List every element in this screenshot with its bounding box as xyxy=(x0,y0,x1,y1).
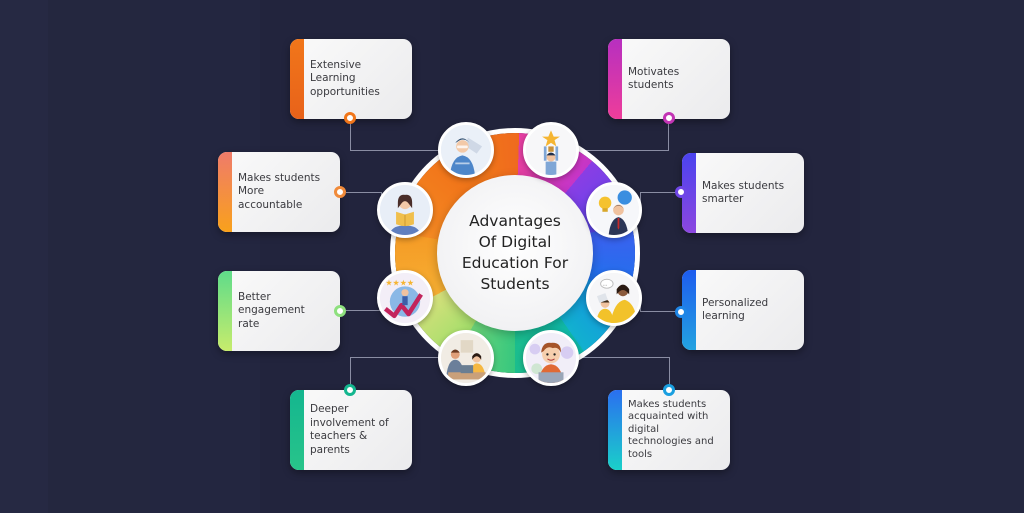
accent-bar xyxy=(218,152,232,232)
connector-deeper-involvement xyxy=(350,357,450,387)
trophy-student-icon xyxy=(523,122,579,178)
idea-bulb-student-icon xyxy=(586,182,642,238)
rating-stars-icon: ★★★★ xyxy=(377,270,433,326)
advantage-label: Makes students smarter xyxy=(702,179,785,206)
advantage-card-extensive-learning: Extensive Learning opportunities xyxy=(290,39,412,119)
connector-node-engagement xyxy=(334,305,346,317)
center-circle: Advantages Of Digital Education For Stud… xyxy=(437,175,593,331)
advantage-label: Motivates students xyxy=(628,65,680,92)
advantage-label: Makes students acquainted with digital t… xyxy=(628,398,714,460)
accent-bar xyxy=(290,390,304,470)
advantage-card-accountable: Makes students More accountable xyxy=(218,152,340,232)
connector-node-accountable xyxy=(334,186,346,198)
connector-node-extensive-learning xyxy=(344,112,356,124)
advantage-label: Personalized learning xyxy=(702,296,769,323)
svg-text:★★★★: ★★★★ xyxy=(385,279,414,288)
tutor-child-icon: ... xyxy=(586,270,642,326)
accent-bar xyxy=(682,270,696,350)
accent-bar xyxy=(608,39,622,119)
accent-bar xyxy=(682,153,696,233)
advantage-card-digital-tools: Makes students acquainted with digital t… xyxy=(608,390,730,470)
teacher-laptop-icon xyxy=(438,122,494,178)
advantage-label: Better engagement rate xyxy=(238,290,305,330)
connector-node-smarter xyxy=(675,186,687,198)
advantage-label: Makes students More accountable xyxy=(238,171,321,211)
connector-digital-tools xyxy=(582,357,670,387)
connector-personalized xyxy=(640,292,676,312)
advantage-card-personalized: Personalized learning xyxy=(682,270,804,350)
accent-bar xyxy=(608,390,622,470)
parent-teacher-meeting-icon xyxy=(438,330,494,386)
advantage-label: Deeper involvement of teachers & parents xyxy=(310,403,389,456)
connector-node-motivates xyxy=(663,112,675,124)
advantage-card-motivates: Motivates students xyxy=(608,39,730,119)
boy-laptop-icon xyxy=(523,330,579,386)
advantage-card-smarter: Makes students smarter xyxy=(682,153,804,233)
advantage-card-engagement: Better engagement rate xyxy=(218,271,340,351)
advantage-card-deeper-involvement: Deeper involvement of teachers & parents xyxy=(290,390,412,470)
connector-node-deeper-involvement xyxy=(344,384,356,396)
diagram-title: Advantages Of Digital Education For Stud… xyxy=(461,212,569,293)
connector-node-digital-tools xyxy=(663,384,675,396)
accent-bar xyxy=(218,271,232,351)
accent-bar xyxy=(290,39,304,119)
connector-motivates xyxy=(575,123,669,151)
connector-node-personalized xyxy=(675,306,687,318)
connector-extensive-learning xyxy=(350,123,450,151)
svg-text:...: ... xyxy=(602,282,607,288)
advantage-label: Extensive Learning opportunities xyxy=(310,58,380,98)
connector-engagement xyxy=(346,292,380,311)
connector-smarter xyxy=(640,192,676,212)
reading-student-icon xyxy=(377,182,433,238)
